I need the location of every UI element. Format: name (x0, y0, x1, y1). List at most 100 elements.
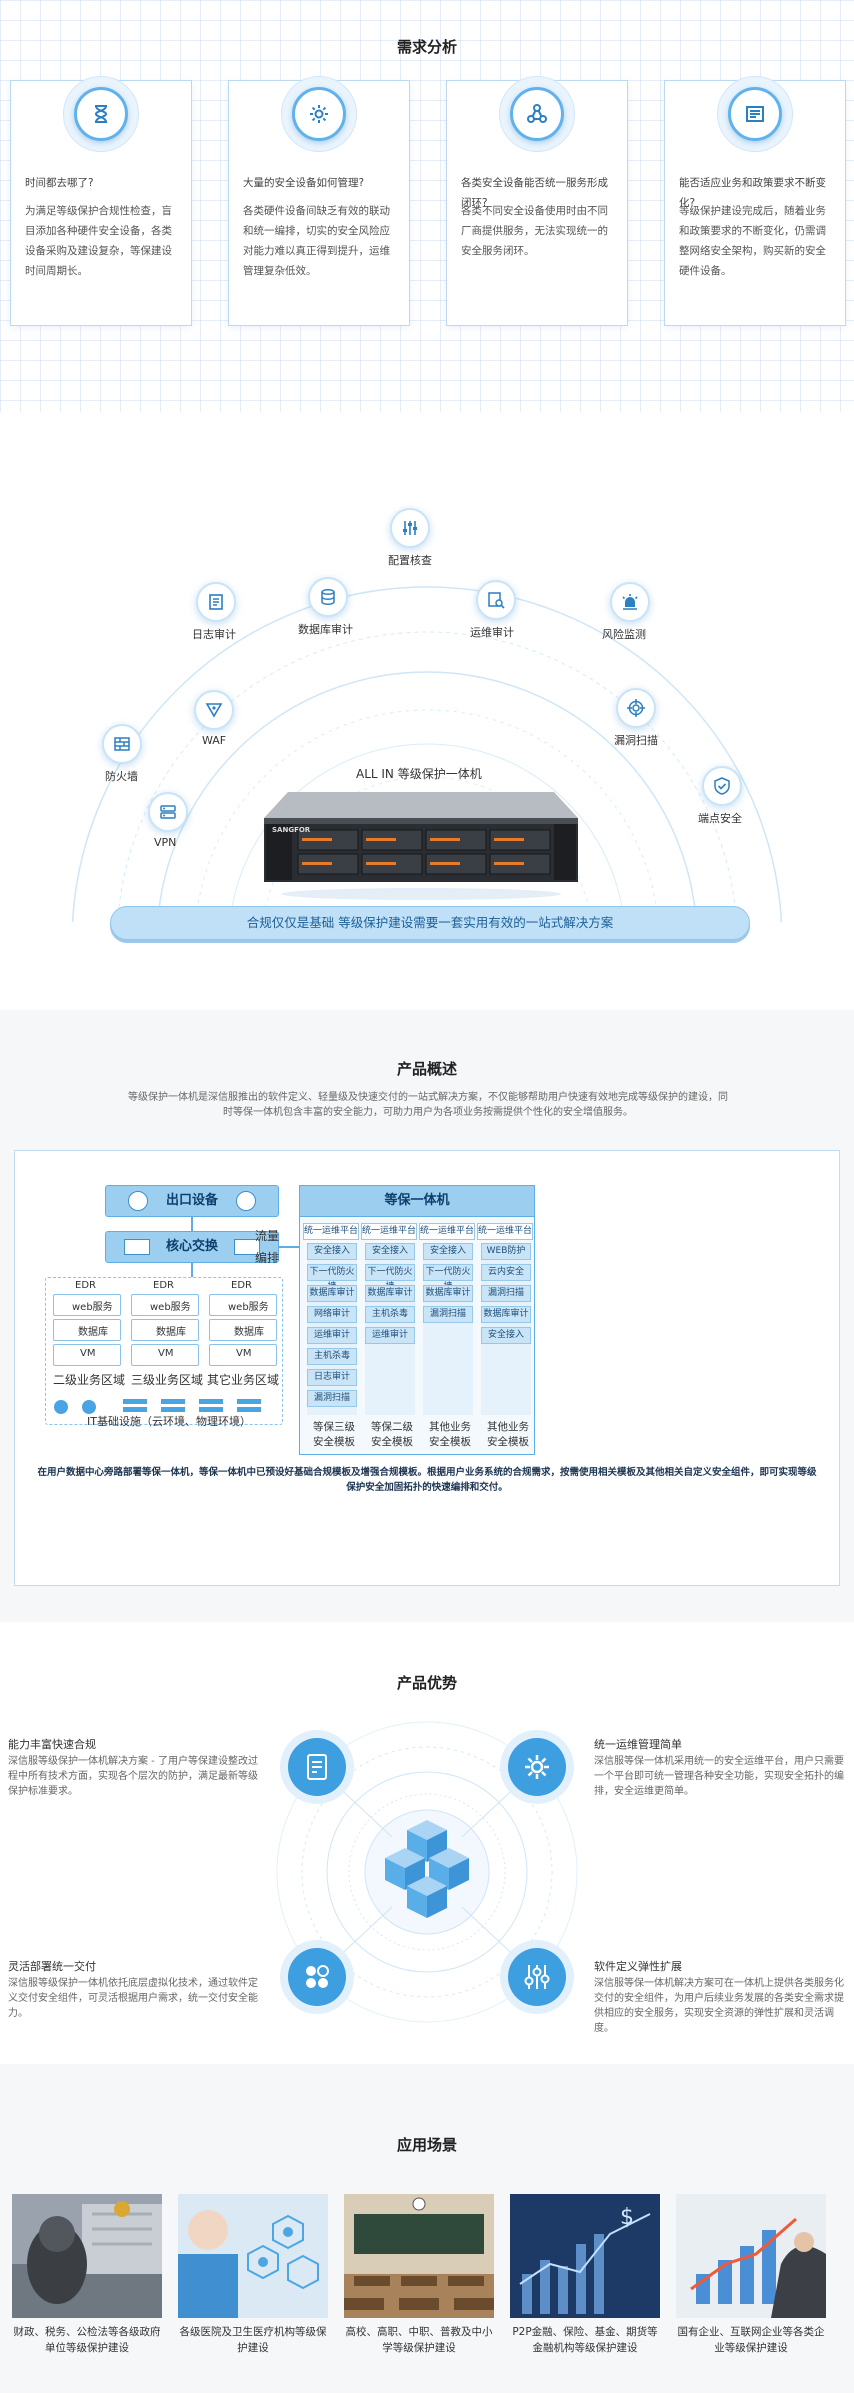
web-service: web服务 (53, 1294, 121, 1316)
egress-device: 出口设备 (105, 1185, 279, 1217)
scenario-caption: 各级医院及卫生医疗机构等级保护建设 (179, 2326, 327, 2354)
zone-label: 三级业务区域 (131, 1373, 204, 1387)
core-switch: 核心交换 (105, 1231, 279, 1263)
advantages-title: 产品优势 (396, 1674, 457, 1692)
alarm-icon (610, 582, 650, 622)
scenarios-section: 应用场景 财政、税务、公检法等各级政府单位等级保护建设 各级医院及卫生医疗机构等… (0, 2064, 854, 2393)
feature-label: 数据库审计 (298, 623, 353, 636)
need-answer: 为满足等级保护合规性检查，盲目添加各种硬件安全设备，各类设备采购及建设复杂，等保… (25, 205, 172, 277)
diagram-caption: 在用户数据中心旁路部署等保一体机，等保一体机中已预设好基础合规模板及增强合规模板… (37, 1467, 817, 1493)
feature-label: 配置核查 (388, 554, 432, 567)
component: 主机杀毒 (307, 1348, 357, 1365)
needs-section: 需求分析 时间都去哪了? 为满足等级保护合规性检查，盲目添加各种硬件安全设备，各… (0, 0, 854, 412)
database-service: 数据库 (209, 1319, 277, 1341)
component: 日志审计 (307, 1369, 357, 1386)
vm-label: VM (158, 1348, 174, 1359)
component: 网络审计 (307, 1306, 357, 1323)
template-name: 安全模板 (313, 1436, 355, 1448)
vm-service: VM (53, 1344, 121, 1366)
component: 漏洞扫描 (481, 1285, 531, 1302)
advantage-desc: 深信服等级保护一体机依托底层虚拟化技术，通过软件定义交付安全组件，可灵活根据用户… (8, 1978, 258, 2019)
overview-desc: 等级保护一体机是深信服推出的软件定义、轻量级及快速交付的一站式解决方案，不仅能够… (128, 1092, 728, 1118)
business-chart-image (676, 2194, 826, 2318)
gear-icon (281, 76, 357, 152)
advantages-rings (276, 1721, 578, 2023)
svg-text:$: $ (620, 2205, 634, 2230)
infra-label: IT基础设施（云环境、物理环境） (87, 1415, 251, 1428)
hourglass-icon (63, 76, 139, 152)
feature-label: 防火墙 (105, 770, 138, 783)
template-name: 其他业务 (429, 1421, 471, 1433)
feature-label: VPN (154, 836, 177, 849)
need-question: 大量的安全设备如何管理? (243, 177, 365, 189)
need-question: 各类安全设备能否统一服务形成闭环? (461, 177, 608, 209)
zone-label: 二级业务区域 (53, 1373, 126, 1387)
template-name: 安全模板 (371, 1436, 413, 1448)
component: 安全接入 (307, 1243, 357, 1260)
connector (191, 1263, 193, 1277)
zone-label: 其它业务区域 (207, 1373, 280, 1387)
edr-label: EDR (153, 1280, 174, 1291)
component: WEB防护 (481, 1243, 531, 1260)
component: 漏洞扫描 (423, 1306, 473, 1323)
component: 安全接入 (481, 1327, 531, 1344)
component: 数据库审计 (307, 1285, 357, 1302)
template-name: 等保二级 (371, 1421, 413, 1433)
platform-head: 统一运维平台 (361, 1223, 417, 1240)
vpn-icon (148, 792, 188, 832)
template-name: 安全模板 (487, 1436, 529, 1448)
finance-chart-image: $ (510, 2194, 660, 2318)
needs-title: 需求分析 (396, 38, 457, 56)
web-label: web服务 (150, 1302, 191, 1313)
egress-label: 出口设备 (165, 1193, 218, 1208)
connector (191, 1217, 193, 1231)
overview-section: 产品概述 等级保护一体机是深信服推出的软件定义、轻量级及快速交付的一站式解决方案… (0, 1010, 854, 1622)
waf-icon (194, 690, 234, 730)
edr-label: EDR (231, 1280, 252, 1291)
platform-head: 统一运维平台 (477, 1223, 533, 1240)
scenario-caption: 国有企业、互联网企业等各类企业等级保护建设 (677, 2326, 825, 2354)
allinone-section: 配置核查 日志审计 数据库审计 运维审计 风险监测 WAF 漏洞扫描 防火墙 端… (0, 412, 854, 1010)
switch-icon-left (124, 1239, 150, 1255)
scenarios-title: 应用场景 (396, 2136, 457, 2154)
flow-label: 流量 (255, 1229, 280, 1243)
overview-title: 产品概述 (396, 1060, 457, 1078)
scenario-caption: 财政、税务、公检法等各级政府单位等级保护建设 (13, 2326, 161, 2354)
document-icon (717, 76, 793, 152)
switch-icon-right (234, 1239, 260, 1255)
document-check-icon (288, 1738, 346, 1796)
settings-icon (508, 1738, 566, 1796)
government-building-image (12, 2194, 162, 2318)
need-question: 时间都去哪了? (25, 177, 94, 189)
ops-audit-icon (476, 580, 516, 620)
architecture-diagram: 出口设备 核心交换 流量 编排 EDR EDR EDR web服务 web服务 … (14, 1150, 840, 1586)
db-label: 数据库 (156, 1327, 186, 1338)
template-name: 等保三级 (313, 1421, 355, 1433)
core-label: 核心交换 (165, 1239, 218, 1254)
database-service: 数据库 (131, 1319, 199, 1341)
orchestrate-label: 编排 (255, 1251, 280, 1265)
database-audit-icon (308, 577, 348, 617)
sliders-icon (390, 508, 430, 548)
network-icon (499, 76, 575, 152)
need-question: 能否适应业务和政策要求不断变化? (679, 177, 826, 209)
need-answer: 等级保护建设完成后，随着业务和政策要求的不断变化，仍需调整网络安全架构，购买新的… (679, 205, 826, 277)
platform-head: 统一运维平台 (303, 1223, 359, 1240)
platform-head: 统一运维平台 (419, 1223, 475, 1240)
advantage-title: 统一运维管理简单 (594, 1738, 682, 1751)
component: 安全接入 (365, 1243, 415, 1260)
component: 数据库审计 (365, 1285, 415, 1302)
firewall-icon (102, 724, 142, 764)
log-icon (196, 582, 236, 622)
database-service: 数据库 (53, 1319, 121, 1341)
vm-label: VM (80, 1348, 96, 1359)
router-icon-left (128, 1191, 148, 1211)
appliance-title: 等保一体机 (299, 1185, 535, 1217)
feature-label: 运维审计 (470, 626, 514, 639)
scenario-caption: P2P金融、保险、基金、期货等金融机构等级保护建设 (512, 2326, 658, 2354)
product-label: ALL IN 等级保护一体机 (356, 767, 482, 781)
connector (279, 1246, 299, 1248)
component: 安全接入 (423, 1243, 473, 1260)
scan-icon (616, 688, 656, 728)
